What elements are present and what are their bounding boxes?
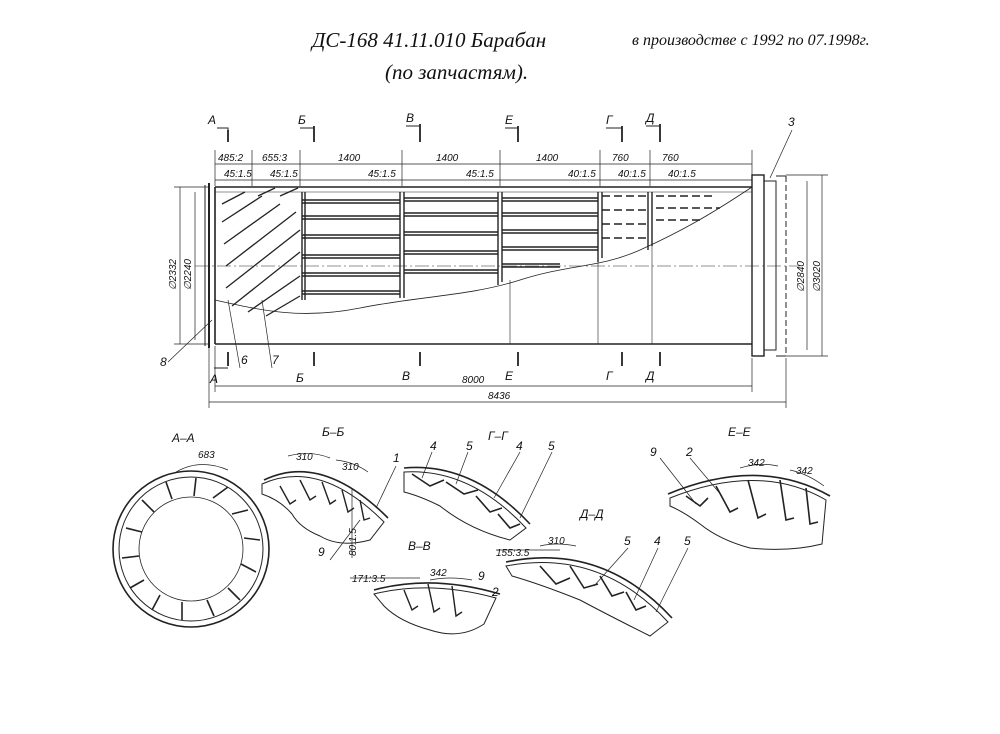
dim-pitch-4: 45:1.5 xyxy=(466,169,494,180)
section-bb-dim-2: 310 xyxy=(342,462,359,473)
marker-b-bottom: Б xyxy=(296,371,304,385)
section-dd-view xyxy=(496,543,689,637)
marker-d-top: Д xyxy=(644,111,655,125)
section-ee-dim-2: 342 xyxy=(796,466,813,477)
dim-pitch-2: 45:1.5 xyxy=(270,169,298,180)
callout-4-gg-b: 4 xyxy=(516,439,523,453)
section-ee-dim-1: 342 xyxy=(748,458,765,469)
dimension-lines xyxy=(167,129,828,408)
section-marker-lines xyxy=(214,124,661,369)
callout-6: 6 xyxy=(241,353,248,367)
dim-diameter-2840: ∅2840 xyxy=(796,261,807,292)
marker-a-bottom: А xyxy=(209,372,218,386)
marker-v-top: В xyxy=(406,111,414,125)
drawing-subtitle: (по запчастям). xyxy=(385,60,529,84)
dim-length-6: 760 xyxy=(612,153,629,164)
callout-8: 8 xyxy=(160,355,167,369)
production-note: в производстве с 1992 по 07.1998г. xyxy=(632,32,870,49)
section-aa-dim: 683 xyxy=(198,450,215,461)
dim-pitch-5: 40:1.5 xyxy=(568,169,596,180)
callout-4-gg-a: 4 xyxy=(430,439,437,453)
drawing-title: ДС-168 41.11.010 Барабан xyxy=(312,28,547,52)
marker-b-top: Б xyxy=(298,113,306,127)
dim-pitch-1: 45:1.5 xyxy=(224,169,252,180)
callout-3: 3 xyxy=(788,115,795,129)
dim-pitch-7: 40:1.5 xyxy=(668,169,696,180)
section-marker-labels: А Б В Е Г Д А Б В Е Г Д xyxy=(207,111,655,386)
section-vv-label: В–В xyxy=(408,539,431,553)
section-gg-view xyxy=(403,451,553,541)
section-bb-dim-3: 80:1.5 xyxy=(348,528,359,556)
callout-5-gg-b: 5 xyxy=(548,439,555,453)
section-dd-dim-2: 310 xyxy=(548,536,565,547)
dim-length-5: 1400 xyxy=(536,153,559,164)
dim-length-7: 760 xyxy=(662,153,679,164)
section-aa-view xyxy=(112,464,270,628)
callout-9-bb: 9 xyxy=(318,545,325,559)
marker-v-bottom: В xyxy=(402,369,410,383)
callout-5-dd-b: 5 xyxy=(684,534,691,548)
callout-5-gg-a: 5 xyxy=(466,439,473,453)
marker-a-top: А xyxy=(207,113,216,127)
section-bb-dim-1: 310 xyxy=(296,452,313,463)
section-gg-label: Г–Г xyxy=(488,429,509,443)
part-callouts: 3 8 6 7 1 9 4 5 4 5 9 2 5 4 5 9 2 xyxy=(160,115,795,599)
dim-length-4: 1400 xyxy=(436,153,459,164)
section-aa-label: А–А xyxy=(171,431,195,445)
section-bb-label: Б–Б xyxy=(322,425,344,439)
section-dd-label: Д–Д xyxy=(578,507,604,521)
section-labels: А–А 683 Б–Б 310 310 80:1.5 В–В 171:3.5 3… xyxy=(171,425,813,585)
section-vv-view xyxy=(350,577,501,635)
dim-diameter-2240: ∅2240 xyxy=(183,259,194,290)
dim-length-8000: 8000 xyxy=(462,375,485,386)
section-ee-label: Е–Е xyxy=(728,425,752,439)
marker-d-bottom: Д xyxy=(644,369,655,383)
marker-g-bottom: Г xyxy=(606,369,614,383)
dim-length-2: 655:3 xyxy=(262,153,287,164)
section-dd-dim-1: 155:3.5 xyxy=(496,548,530,559)
callout-9-ee: 9 xyxy=(650,445,657,459)
dim-length-8436: 8436 xyxy=(488,391,511,402)
callout-9-vv: 9 xyxy=(478,569,485,583)
dim-diameter-3020: ∅3020 xyxy=(812,261,823,292)
marker-g-top: Г xyxy=(606,113,614,127)
callout-1: 1 xyxy=(393,451,400,465)
dim-length-3: 1400 xyxy=(338,153,361,164)
callout-2-vv: 2 xyxy=(491,585,499,599)
section-vv-dim-2: 342 xyxy=(430,568,447,579)
section-bb-view xyxy=(261,453,397,561)
callout-5-dd-a: 5 xyxy=(624,534,631,548)
callout-4-dd: 4 xyxy=(654,534,661,548)
callout-7: 7 xyxy=(272,353,280,367)
dim-pitch-6: 40:1.5 xyxy=(618,169,646,180)
section-vv-dim-1: 171:3.5 xyxy=(352,574,386,585)
dimension-labels: 485:2 655:3 1400 1400 1400 760 760 45:1.… xyxy=(168,153,823,402)
dim-pitch-3: 45:1.5 xyxy=(368,169,396,180)
drum-elevation xyxy=(195,174,800,357)
marker-e-top: Е xyxy=(505,113,514,127)
dim-diameter-2332: ∅2332 xyxy=(168,259,179,290)
section-ee-view xyxy=(659,457,831,550)
marker-e-bottom: Е xyxy=(505,369,514,383)
dim-length-1: 485:2 xyxy=(218,153,243,164)
callout-2-ee: 2 xyxy=(685,445,693,459)
